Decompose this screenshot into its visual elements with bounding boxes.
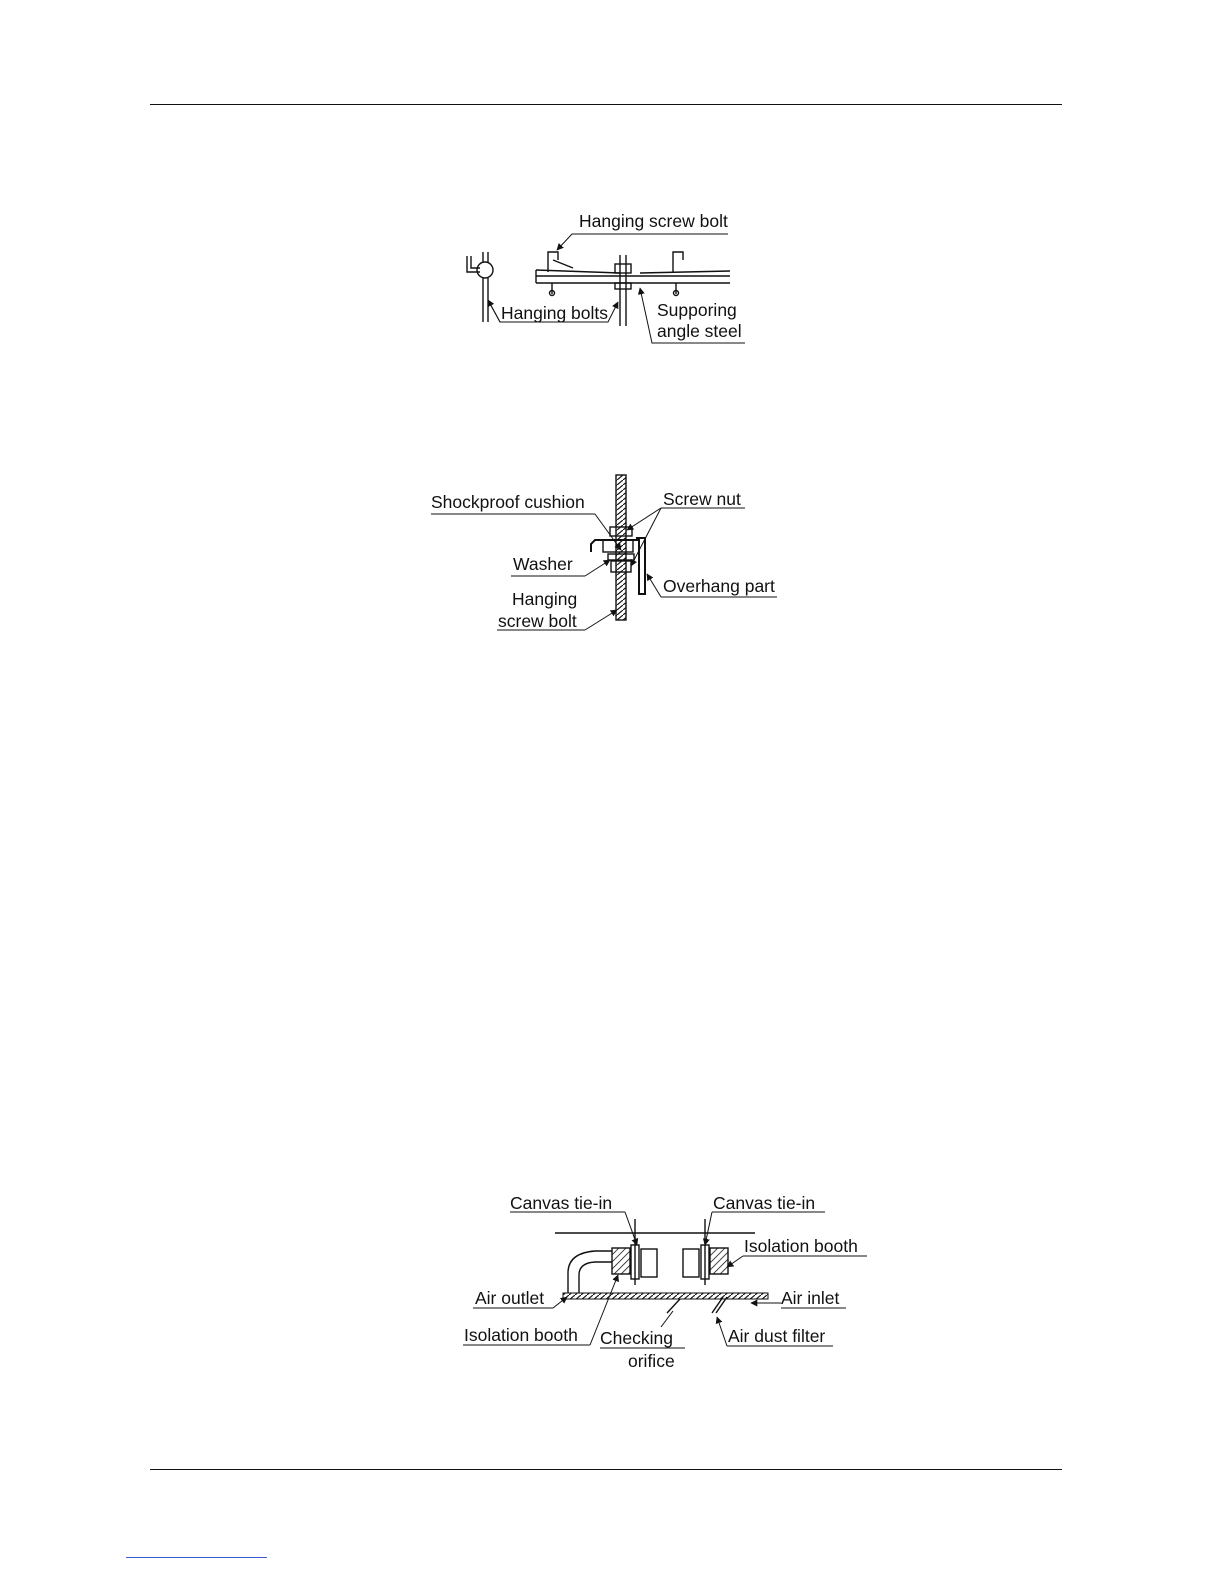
label-isolation-booth-right: Isolation booth [744,1236,858,1256]
label-shockproof-cushion: Shockproof cushion [431,492,585,512]
figure-hanging-bolts: Hanging screw bolt Hanging bolts Suppori… [440,200,770,360]
label-canvas-tie-in-right: Canvas tie-in [713,1193,815,1213]
overhang-part-shape [636,538,645,594]
label-canvas-tie-in-left: Canvas tie-in [510,1193,612,1213]
threaded-rod [616,475,626,620]
leader-hanging-screw-bolt [557,234,728,250]
label-hanging-line1: Hanging [512,589,577,609]
canvas-tie-in-right-shape [683,1249,699,1277]
screw-bolt-3 [673,252,683,296]
air-outlet-elbow-inner [579,1262,612,1293]
angle-steel [536,270,730,283]
checking-orifice-lid [667,1299,680,1313]
label-washer: Washer [513,554,573,574]
leader-canvas-tie-in-right [705,1212,712,1245]
label-isolation-booth-left: Isolation booth [464,1325,578,1345]
label-hanging-screw-bolt: Hanging screw bolt [579,211,728,231]
leader-hanging-screw-bolt-2 [585,610,617,630]
header-rule [150,104,1062,105]
label-checking-line2: orifice [628,1351,675,1371]
isolation-booth-right-shape [710,1248,728,1274]
leader-air-outlet [553,1297,567,1308]
label-supporing-line2: angle steel [657,321,742,341]
label-air-outlet: Air outlet [475,1288,544,1308]
footer-link-underline[interactable] [126,1557,267,1558]
figure-duct-installation: Canvas tie-in Canvas tie-in Isolation bo… [455,1185,885,1380]
label-air-inlet: Air inlet [781,1288,839,1308]
leader-overhang-part [647,574,661,597]
screw-bolt-2 [615,255,631,326]
left-hanging-bolt [467,252,493,322]
ceiling-board [563,1293,768,1299]
isolation-booth-left-shape [612,1248,630,1274]
label-hanging-bolts: Hanging bolts [501,303,608,323]
screw-bolt-1 [548,252,573,296]
label-screw-nut: Screw nut [663,489,741,509]
leader-screw-nut-1 [627,508,661,530]
leader-isolation-booth-right [727,1256,743,1267]
label-air-dust-filter: Air dust filter [728,1326,825,1346]
air-outlet-elbow-outer [568,1251,612,1293]
label-checking-line1: Checking [600,1328,673,1348]
leader-washer [585,560,610,576]
figure-shockproof-detail: Shockproof cushion Screw nut Washer Over… [425,470,795,640]
footer-rule [150,1469,1062,1470]
label-supporing-line1: Supporing [657,300,737,320]
label-overhang-part: Overhang part [663,576,775,596]
label-hanging-line2: screw bolt [498,611,577,631]
leader-air-dust-filter [717,1317,727,1346]
canvas-tie-in-left-shape [641,1249,657,1277]
